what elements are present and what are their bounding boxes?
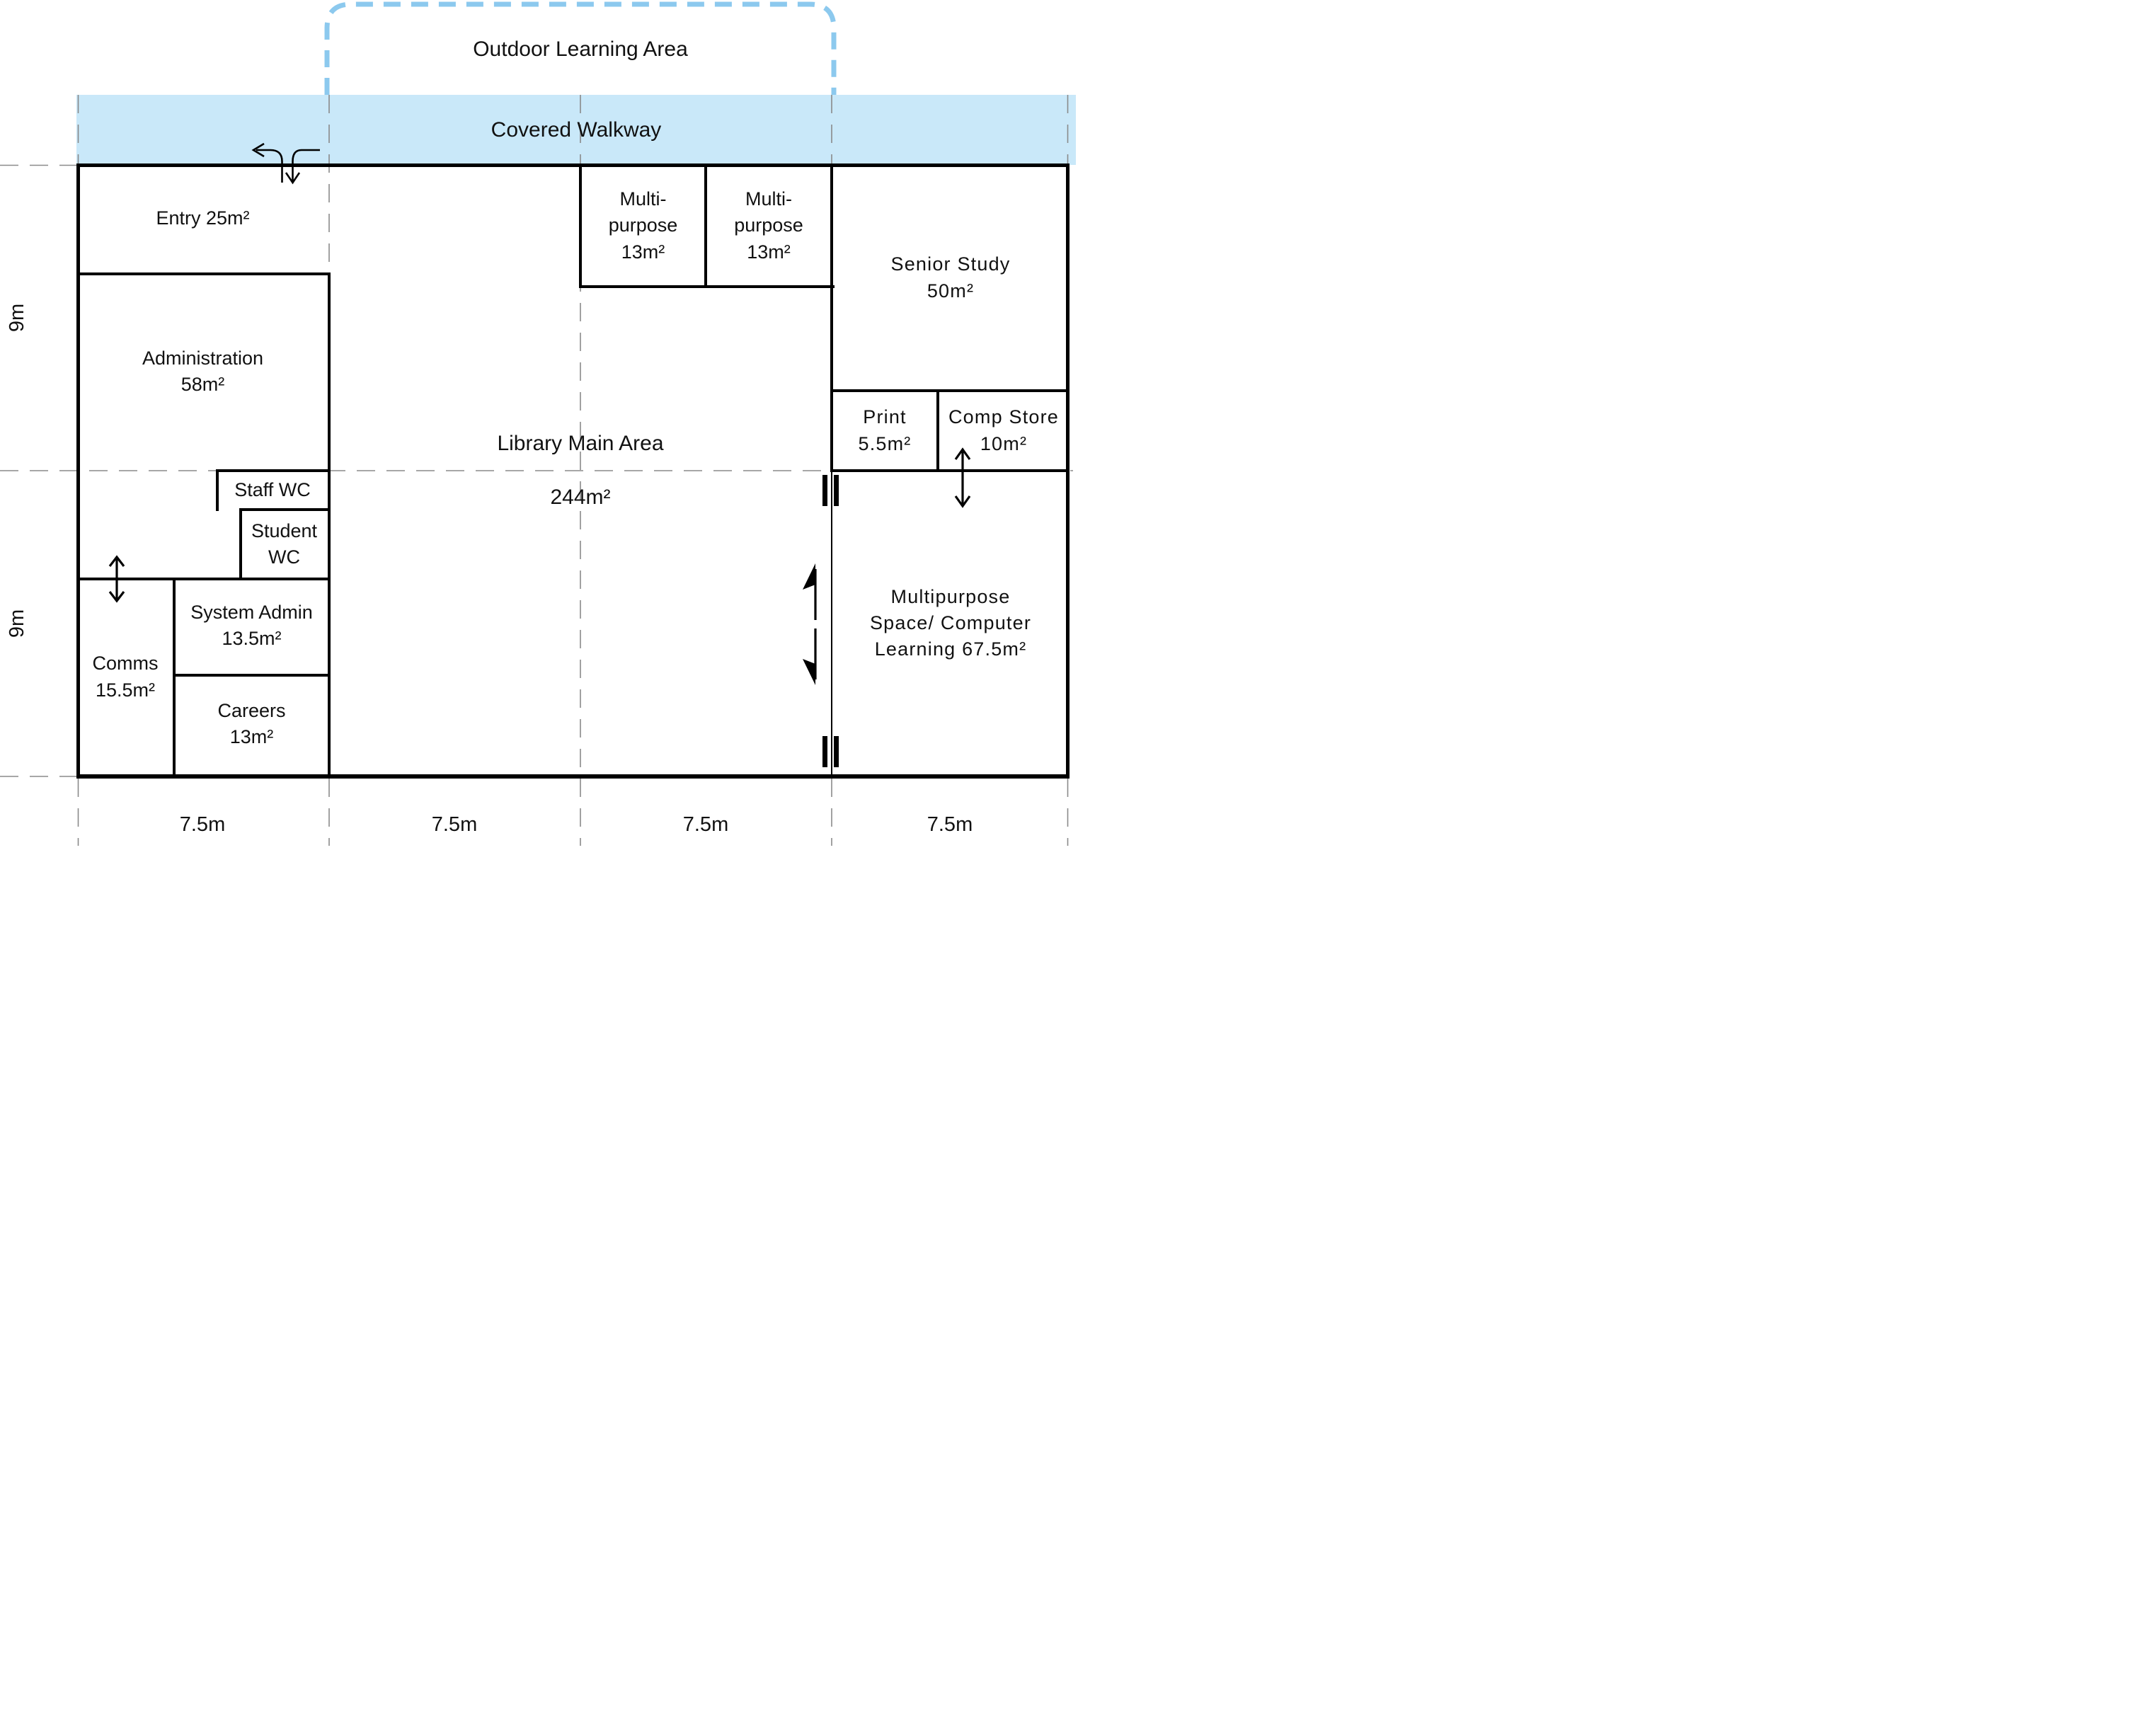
wall-building-bottom bbox=[76, 774, 1070, 779]
wall-student-wc-top bbox=[239, 508, 329, 511]
arrow-layer bbox=[108, 142, 971, 685]
outdoor-learning-area-label: Outdoor Learning Area bbox=[473, 38, 688, 62]
room-label-comp-store: Comp Store 10m² bbox=[948, 406, 1060, 454]
entry-exit-arrowhead-icon bbox=[251, 142, 265, 158]
outdoor-learning-area-border bbox=[324, 1, 837, 95]
comms-door-arrowhead-down-icon bbox=[108, 591, 125, 603]
comp-store-door-arrowhead-down-icon bbox=[954, 495, 971, 508]
wall-system-admin-careers bbox=[173, 674, 331, 677]
covered-walkway-label: Covered Walkway bbox=[491, 117, 662, 142]
entry-enter-arrowhead-icon bbox=[285, 172, 301, 185]
room-label-staff-wc: Staff WC bbox=[234, 478, 311, 500]
door-jamb-bottom-right bbox=[834, 736, 839, 767]
room-label-print: Print 5.5m² bbox=[858, 406, 912, 454]
door-jamb-top-left bbox=[822, 475, 827, 506]
wall-comms-top bbox=[76, 578, 331, 580]
dimension-bottom-7-5m-2: 7.5m bbox=[431, 813, 478, 836]
floor-plan: Outdoor Learning Area Covered Walkway En… bbox=[0, 0, 1078, 861]
covered-walkway-band bbox=[76, 95, 1076, 165]
wall-senior-study-bottom bbox=[830, 389, 1070, 392]
comms-door-arrowhead-up-icon bbox=[108, 555, 125, 567]
wall-entry-administration bbox=[76, 272, 329, 275]
wall-right-wing-left-upper bbox=[830, 163, 833, 472]
dimension-bottom-7-5m-4: 7.5m bbox=[927, 813, 973, 836]
library-door-harpoon-up-icon bbox=[803, 563, 815, 590]
room-label-library-main-area: Library Main Area 244m² bbox=[497, 432, 664, 509]
wall-building-top bbox=[76, 163, 1070, 167]
room-label-system-admin: System Admin 13.5m² bbox=[190, 601, 313, 649]
entry-exit-arrow bbox=[256, 149, 283, 183]
wall-right-wing-left-lower bbox=[831, 472, 832, 774]
wall-left-column-right bbox=[328, 272, 331, 776]
wall-multipurpose-bottom bbox=[579, 285, 835, 288]
room-label-multipurpose-1: Multi- purpose 13m² bbox=[608, 188, 678, 263]
room-label-student-wc: Student WC bbox=[251, 520, 318, 568]
wall-student-wc-left bbox=[239, 508, 242, 580]
room-label-careers: Careers 13m² bbox=[217, 699, 286, 747]
wall-multipurpose-left bbox=[579, 163, 582, 288]
comp-store-door-arrowhead-up-icon bbox=[954, 447, 971, 460]
room-label-administration: Administration 58m² bbox=[142, 347, 264, 395]
dimension-bottom-7-5m-3: 7.5m bbox=[682, 813, 729, 836]
room-label-comms: Comms 15.5m² bbox=[92, 653, 159, 701]
entry-enter-arrow bbox=[292, 149, 320, 181]
room-label-multipurpose-computer: Multipurpose Space/ Computer Learning 67… bbox=[869, 585, 1032, 660]
room-label-multipurpose-2: Multi- purpose 13m² bbox=[734, 188, 803, 263]
wall-staff-wc-top bbox=[216, 469, 329, 472]
wall-building-left bbox=[76, 163, 80, 779]
door-jamb-bottom-left bbox=[822, 736, 827, 767]
wall-staff-wc-left bbox=[216, 469, 219, 511]
wall-print-comp-divider bbox=[936, 389, 939, 472]
door-jamb-top-right bbox=[834, 475, 839, 506]
wall-print-bottom bbox=[830, 469, 1070, 472]
dimension-bottom-7-5m-1: 7.5m bbox=[179, 813, 226, 836]
wall-comms-right bbox=[173, 578, 176, 777]
wall-multipurpose-divider bbox=[704, 163, 707, 288]
room-label-senior-study: Senior Study 50m² bbox=[890, 253, 1011, 302]
room-label-entry: Entry 25m² bbox=[156, 207, 250, 229]
library-door-harpoon-down-icon bbox=[803, 659, 815, 685]
